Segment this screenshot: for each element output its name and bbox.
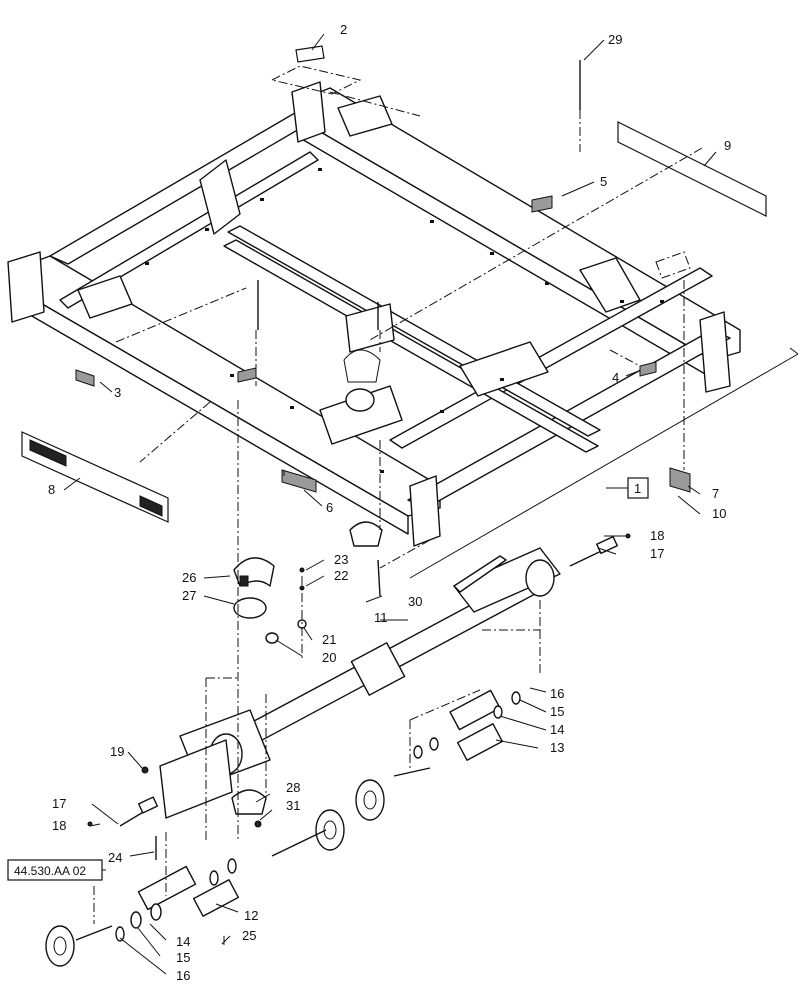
callout-3: 3	[114, 385, 121, 400]
hub-center	[315, 809, 345, 851]
washers-right	[413, 691, 521, 759]
callout-19: 19	[110, 744, 124, 759]
callout-30: 30	[408, 594, 422, 609]
callout-6: 6	[326, 500, 333, 515]
callout-29: 29	[608, 32, 622, 47]
hub-left	[45, 925, 75, 967]
decal-7	[669, 467, 691, 493]
nut-19	[141, 766, 149, 774]
callout-9: 9	[724, 138, 731, 153]
leader-assembly-1	[409, 353, 799, 579]
bolt-30	[377, 559, 381, 597]
callout-labels: 2 29 9 5 3 4 8 6 7 10 18 17 26 27 23 22 …	[48, 22, 731, 983]
pin-17-right	[569, 535, 618, 567]
reference-label: 44.530.AA 02	[14, 864, 86, 878]
decal-9	[617, 121, 767, 217]
decal-4	[639, 361, 657, 377]
callout-17a: 17	[52, 796, 66, 811]
callout-18b: 18	[650, 528, 664, 543]
leader-lines	[63, 33, 717, 975]
callout-2: 2	[340, 22, 347, 37]
pin-17-left	[119, 796, 159, 827]
callout-17b: 17	[650, 546, 664, 561]
main-frame	[7, 81, 741, 547]
washers-left	[115, 858, 237, 942]
callout-13: 13	[550, 740, 564, 755]
spindle-shaft-right	[393, 767, 431, 777]
callout-8: 8	[48, 482, 55, 497]
callout-5: 5	[600, 174, 607, 189]
spindle-12	[137, 865, 240, 917]
callout-4: 4	[612, 370, 619, 385]
decal-2	[295, 45, 325, 63]
callout-14a: 14	[550, 722, 564, 737]
callout-12: 12	[244, 908, 258, 923]
callout-26: 26	[182, 570, 196, 585]
callout-24: 24	[108, 850, 122, 865]
decal-10-outline	[655, 251, 691, 279]
callout-10: 10	[712, 506, 726, 521]
callout-25: 25	[242, 928, 256, 943]
decal-6	[281, 469, 317, 493]
decal-5	[531, 195, 553, 213]
reference-link-box[interactable]: 44.530.AA 02	[7, 859, 106, 881]
axle-assembly	[159, 547, 561, 819]
callout-15a: 15	[550, 704, 564, 719]
callout-16a: 16	[550, 686, 564, 701]
clamp-top	[349, 521, 383, 547]
spindle-shaft-left	[75, 925, 113, 941]
decal-2-outline	[270, 65, 362, 95]
callout-7: 7	[712, 486, 719, 501]
bushing-27	[233, 597, 267, 619]
clamp-26	[233, 557, 275, 587]
callout-23: 23	[334, 552, 348, 567]
callout-28: 28	[286, 780, 300, 795]
bolt-23	[299, 567, 305, 573]
decal-8	[21, 431, 169, 523]
callout-20: 20	[322, 650, 336, 665]
callout-1: 1	[634, 481, 641, 496]
callout-21: 21	[322, 632, 336, 647]
callout-14b: 14	[176, 934, 190, 949]
callout-27: 27	[182, 588, 196, 603]
callout-15b: 15	[176, 950, 190, 965]
centerlines	[93, 91, 703, 946]
spindle-13	[449, 689, 504, 761]
nut-31	[254, 820, 262, 828]
washer-20	[265, 632, 279, 644]
assembly-callout-box: 1	[627, 477, 649, 499]
callout-16b: 16	[176, 968, 190, 983]
callout-18a: 18	[52, 818, 66, 833]
callout-22: 22	[334, 568, 348, 583]
hub-right	[355, 779, 385, 821]
spindle-shaft-center	[271, 829, 327, 857]
decal-3	[75, 369, 95, 387]
callout-11: 11	[374, 610, 388, 625]
callout-31: 31	[286, 798, 300, 813]
